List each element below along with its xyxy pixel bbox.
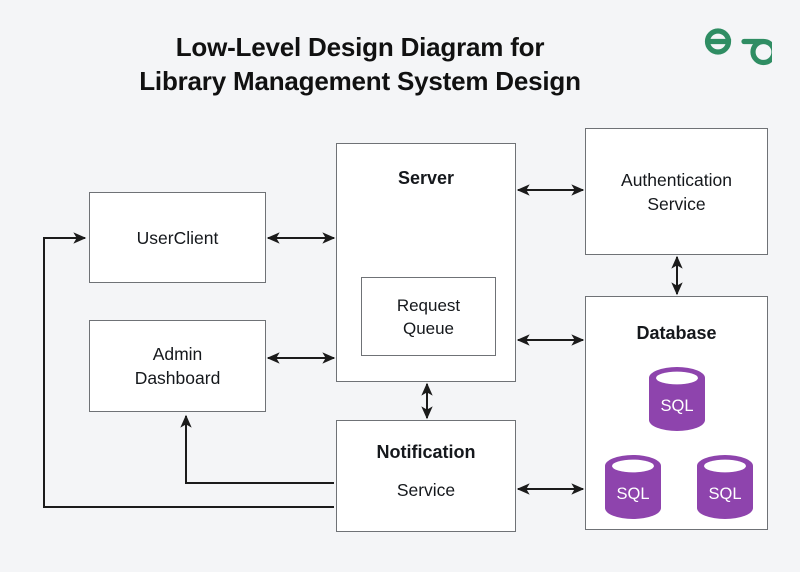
- node-request-queue[interactable]: Request Queue: [361, 277, 496, 356]
- node-notification-service-subtitle: Service: [396, 480, 456, 500]
- node-database[interactable]: Database SQL SQL SQL: [585, 296, 768, 530]
- node-admin-dashboard[interactable]: Admin Dashboard: [89, 320, 266, 412]
- node-authentication-service[interactable]: Authentication Service: [585, 128, 768, 255]
- node-database-title: Database: [636, 323, 717, 343]
- svg-text:SQL: SQL: [660, 397, 693, 415]
- sql-database-icon: SQL: [696, 455, 754, 519]
- node-admin-dashboard-label: Admin Dashboard: [134, 344, 221, 388]
- connector-notification-admin: [180, 414, 334, 484]
- connector-notification-userclient: [43, 232, 334, 508]
- svg-text:SQL: SQL: [616, 485, 649, 503]
- page-title: Low-Level Design Diagram for Library Man…: [60, 30, 660, 98]
- page-title-line-1: Low-Level Design Diagram for: [175, 32, 545, 62]
- node-authentication-service-label: Authentication Service: [621, 169, 732, 214]
- node-notification-service[interactable]: Notification Service: [336, 420, 516, 532]
- node-request-queue-label: Request Queue: [396, 295, 461, 338]
- page-title-line-2: Library Management System Design: [139, 66, 581, 96]
- svg-text:SQL: SQL: [708, 485, 741, 503]
- node-user-client-label: UserClient: [136, 227, 219, 248]
- node-server[interactable]: Server Request Queue: [336, 143, 516, 382]
- node-server-title: Server: [397, 168, 455, 188]
- sql-database-icon: SQL: [648, 367, 706, 431]
- node-notification-service-title: Notification: [376, 442, 476, 462]
- sql-database-icon: SQL: [604, 455, 662, 519]
- node-user-client[interactable]: UserClient: [89, 192, 266, 283]
